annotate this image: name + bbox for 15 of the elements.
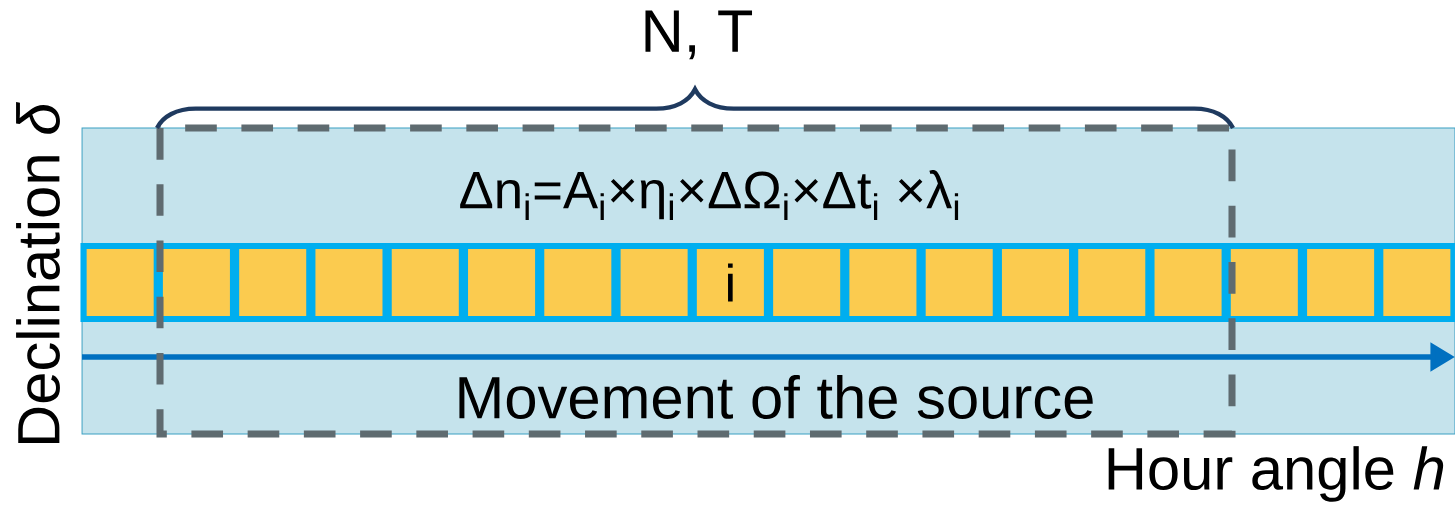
formula-text: Δn$_{i}$=A$_{i}$×η$_{i}$×ΔΩ$_{i}$×Δt$_{i}$ ×λ$_{i}$ — [460, 170, 959, 220]
cell — [614, 242, 694, 323]
cell — [385, 242, 465, 323]
cell — [309, 242, 389, 323]
axis-label: Declination δ — [16, 102, 60, 444]
axis-label: Hour angle h — [1108, 446, 1444, 502]
brace-label: N, T — [645, 10, 753, 60]
cell — [1377, 242, 1455, 323]
cell — [919, 242, 999, 323]
cell — [1148, 242, 1228, 323]
caption-text: Movement of the source — [459, 375, 1093, 419]
cell: i — [690, 242, 771, 323]
cell — [843, 242, 923, 323]
cell — [80, 242, 160, 323]
cell — [1224, 242, 1304, 323]
